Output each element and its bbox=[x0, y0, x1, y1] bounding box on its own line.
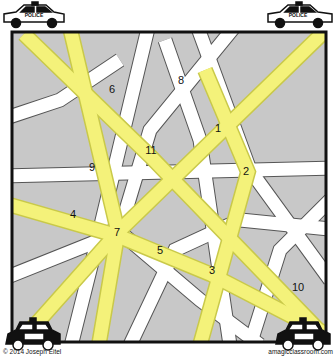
roads bbox=[12, 32, 326, 342]
police-car bbox=[276, 318, 330, 350]
callout-number: 1 bbox=[215, 123, 221, 134]
car-text: POLICE bbox=[289, 13, 308, 18]
car-text: POLICE bbox=[25, 13, 44, 18]
police-car bbox=[6, 318, 60, 350]
callout-number: 8 bbox=[178, 75, 184, 86]
callout-number: 11 bbox=[145, 145, 156, 156]
copyright-note: © 2014 Joseph Eitel bbox=[3, 349, 61, 356]
website-note: amagicclassroom.com bbox=[268, 349, 333, 356]
callout-number: 4 bbox=[70, 209, 76, 220]
callout-number: 3 bbox=[209, 265, 215, 276]
callout-number: 10 bbox=[292, 282, 304, 293]
police-car bbox=[268, 2, 332, 28]
callout-number: 7 bbox=[114, 227, 120, 238]
callout-number: 6 bbox=[109, 84, 115, 95]
callout-number: 5 bbox=[157, 245, 163, 256]
callout-number: 9 bbox=[89, 162, 95, 173]
map-border bbox=[12, 32, 326, 342]
police-car bbox=[4, 2, 64, 28]
callout-number: 2 bbox=[243, 166, 249, 177]
